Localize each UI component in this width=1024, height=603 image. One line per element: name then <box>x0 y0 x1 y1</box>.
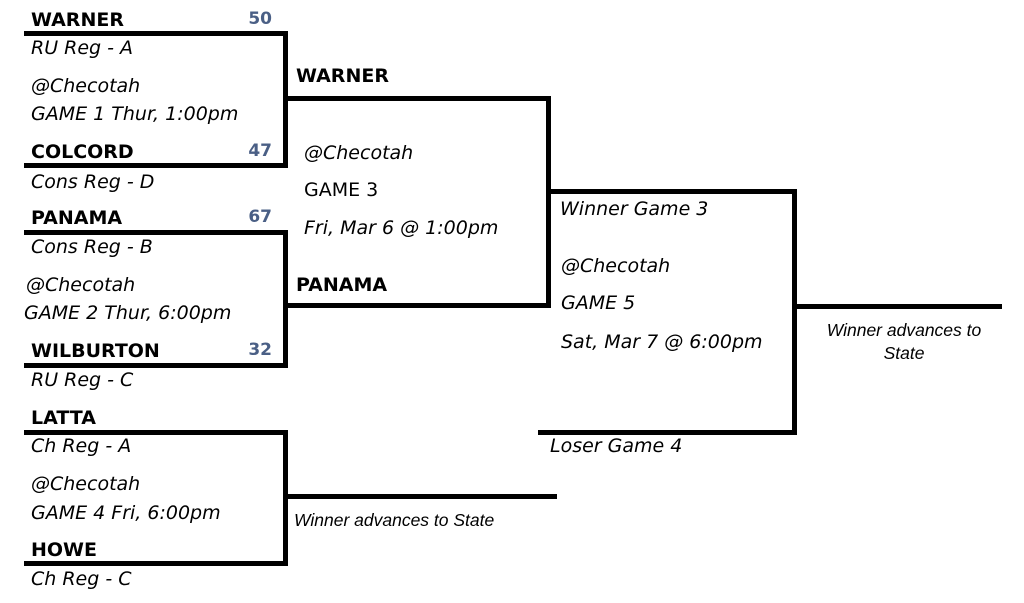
game2-bottom-line <box>24 363 288 368</box>
game2-top-line <box>24 230 288 235</box>
game2-team-bottom: WILBURTON <box>31 340 160 362</box>
game3-top-line <box>283 96 551 101</box>
game1-seed-bottom: Cons Reg - D <box>31 171 155 193</box>
game3-label: GAME 3 <box>304 179 379 201</box>
game5-label: GAME 5 <box>561 292 636 314</box>
final-winner-note-line2: State <box>883 343 925 363</box>
game2-seed-bottom: RU Reg - C <box>31 369 134 391</box>
game5-bottom-line <box>538 430 797 435</box>
final-winner-note-line1: Winner advances to <box>826 320 982 340</box>
game2-score-top: 67 <box>248 207 272 227</box>
game4-winner-line <box>283 494 557 499</box>
game3-location: @Checotah <box>304 142 414 164</box>
game1-seed-top: RU Reg - A <box>31 37 134 59</box>
game3-bottom-line <box>283 303 551 308</box>
game4-team-top: LATTA <box>31 407 96 429</box>
game3-team-top: WARNER <box>296 65 389 87</box>
game4-seed-top: Ch Reg - A <box>31 435 132 457</box>
game4-location: @Checotah <box>31 473 141 495</box>
game1-location: @Checotah <box>31 75 141 97</box>
game3-connector <box>546 96 551 308</box>
game4-label: GAME 4 Fri, 6:00pm <box>31 502 221 524</box>
game4-top-line <box>24 430 288 435</box>
game1-bottom-line <box>24 163 288 168</box>
game2-connector <box>283 230 288 368</box>
game5-top: Winner Game 3 <box>560 198 709 220</box>
game5-top-line <box>546 189 797 194</box>
game2-seed-top: Cons Reg - B <box>31 236 153 258</box>
game5-location: @Checotah <box>561 255 671 277</box>
game5-connector <box>792 189 797 435</box>
game2-location: @Checotah <box>26 274 136 296</box>
game1-team-top: WARNER <box>31 9 124 31</box>
game4-winner-note: Winner advances to State <box>294 510 495 530</box>
game1-top-line <box>24 31 288 36</box>
game5-bottom: Loser Game 4 <box>550 435 683 457</box>
game1-score-top: 50 <box>248 9 272 29</box>
game2-score-bottom: 32 <box>248 340 272 360</box>
game4-bottom-line <box>24 561 288 566</box>
game1-label: GAME 1 Thur, 1:00pm <box>31 103 239 125</box>
game1-score-bottom: 47 <box>248 141 272 161</box>
game5-time: Sat, Mar 7 @ 6:00pm <box>561 331 763 353</box>
game2-team-top: PANAMA <box>31 207 123 229</box>
game2-label: GAME 2 Thur, 6:00pm <box>24 302 232 324</box>
game4-seed-bottom: Ch Reg - C <box>31 568 132 590</box>
final-winner-line <box>792 304 1002 309</box>
game3-team-bottom: PANAMA <box>296 274 388 296</box>
game3-time: Fri, Mar 6 @ 1:00pm <box>304 217 499 239</box>
game1-team-bottom: COLCORD <box>31 141 134 163</box>
game4-team-bottom: HOWE <box>31 539 97 561</box>
